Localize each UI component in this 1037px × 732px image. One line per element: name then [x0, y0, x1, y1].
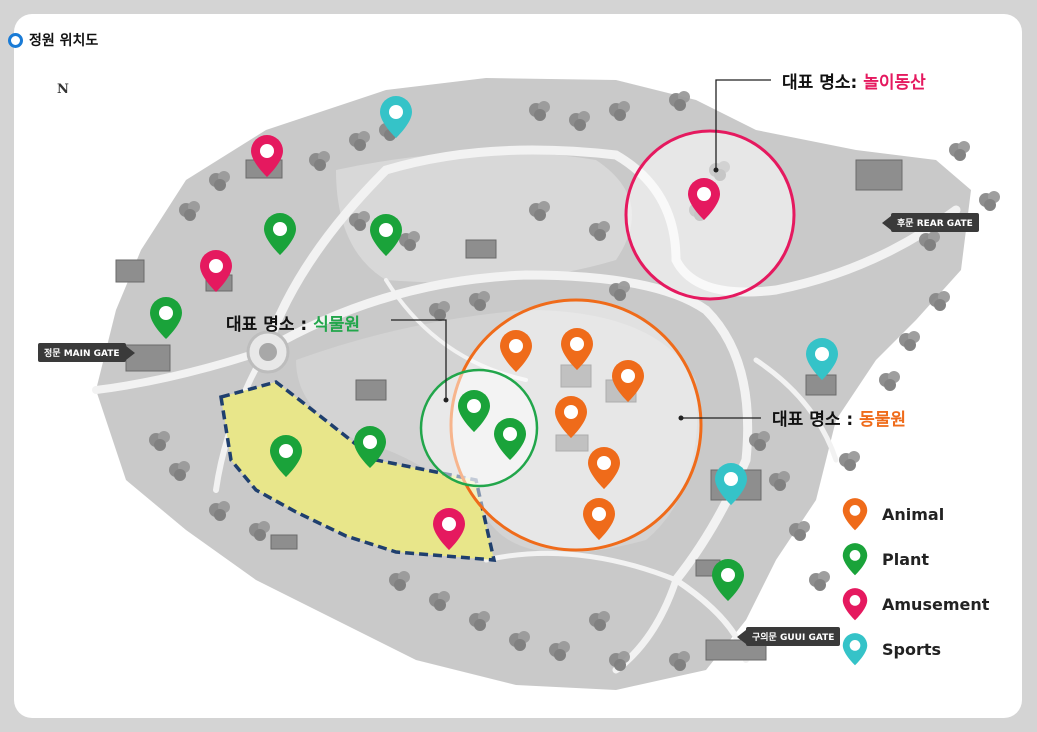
legend-label: Plant	[882, 550, 930, 569]
guui-gate-label[interactable]: 구의문 GUUI GATE	[736, 627, 841, 646]
amusement-circle	[624, 129, 796, 301]
marker-animal	[561, 328, 593, 370]
marker-plant	[270, 435, 302, 477]
legend-label: Amusement	[882, 595, 990, 614]
marker-animal	[612, 360, 644, 402]
legend-item-plant: Plant	[842, 537, 1002, 582]
plant-pin-icon	[842, 542, 868, 575]
marker-plant	[458, 390, 490, 432]
marker-amusement	[200, 250, 232, 292]
marker-plant	[712, 559, 744, 601]
marker-animal	[555, 396, 587, 438]
marker-amusement	[688, 178, 720, 220]
map-markers	[150, 96, 838, 601]
marker-plant	[264, 213, 296, 255]
main-gate-label[interactable]: 정문 MAIN GATE	[38, 343, 135, 362]
legend-label: Sports	[882, 640, 942, 659]
bullet-icon	[8, 32, 23, 48]
marker-animal	[583, 498, 615, 540]
marker-sports	[715, 463, 747, 505]
callout-name: 놀이동산	[863, 73, 926, 93]
garden-zone	[219, 380, 497, 562]
marker-sports	[380, 96, 412, 138]
callout-prefix: 대표 명소 :	[226, 315, 314, 335]
marker-amusement	[251, 135, 283, 177]
legend-item-amusement: Amusement	[842, 582, 1002, 627]
callout-botanical: 대표 명소 : 식물원	[226, 310, 360, 335]
marker-plant	[354, 426, 386, 468]
callout-prefix: 대표 명소:	[782, 73, 864, 93]
rear-gate-label[interactable]: 후문 REAR GATE	[882, 213, 979, 232]
legend-item-animal: Animal	[842, 492, 1002, 537]
callout-name: 식물원	[313, 315, 361, 335]
callout-amusement: 대표 명소: 놀이동산	[782, 68, 926, 93]
sports-pin-icon	[842, 632, 868, 665]
callout-name: 동물원	[859, 410, 907, 430]
callout-zoo: 대표 명소 : 동물원	[772, 405, 906, 430]
legend-item-sports: Sports	[842, 627, 1002, 672]
legend: Animal Plant Amusement Sports	[842, 492, 1002, 672]
heading-text: 정원 위치도	[29, 33, 99, 49]
park-map[interactable]	[56, 60, 1006, 700]
marker-plant	[370, 214, 402, 256]
animal-pin-icon	[842, 497, 868, 530]
marker-amusement	[433, 508, 465, 550]
marker-plant	[150, 297, 182, 339]
marker-sports	[806, 338, 838, 380]
marker-animal	[500, 330, 532, 372]
legend-label: Animal	[882, 505, 945, 524]
section-heading: 정원 위치도	[8, 30, 98, 50]
callout-prefix: 대표 명소 :	[772, 410, 860, 430]
marker-plant	[494, 418, 526, 460]
marker-animal	[588, 447, 620, 489]
north-indicator: N	[57, 82, 69, 97]
amusement-pin-icon	[842, 587, 868, 620]
